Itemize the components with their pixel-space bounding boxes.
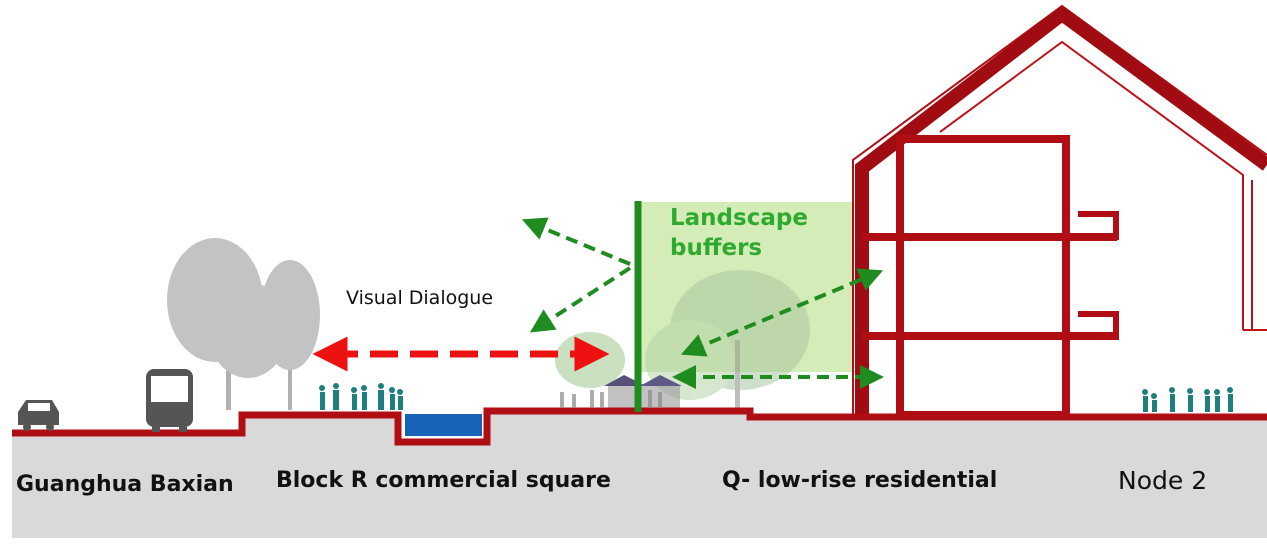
landscape-buffers-label-line1: Landscape	[670, 205, 808, 231]
water-channel	[405, 414, 482, 436]
residential-building	[852, 4, 1267, 419]
zone-label-guanghua-baxian: Guanghua Baxian	[16, 472, 234, 497]
people-icon	[560, 390, 662, 408]
visual-dialogue-label: Visual Dialogue	[346, 287, 494, 309]
people-icon	[319, 383, 403, 410]
landscape-buffers-label-line2: buffers	[670, 235, 763, 261]
zone-label-block-r: Block R commercial square	[276, 468, 611, 493]
zone-label-q-residential: Q- low-rise residential	[722, 468, 998, 493]
zone-label-node-2: Node 2	[1118, 466, 1208, 495]
bus-icon	[146, 369, 193, 432]
people-icon	[1142, 387, 1233, 412]
tree-icon	[167, 238, 320, 410]
ground-fill	[12, 411, 1267, 538]
car-icon	[18, 400, 59, 431]
green-sightline-arrows	[521, 217, 884, 389]
section-ground-line	[12, 407, 1267, 446]
